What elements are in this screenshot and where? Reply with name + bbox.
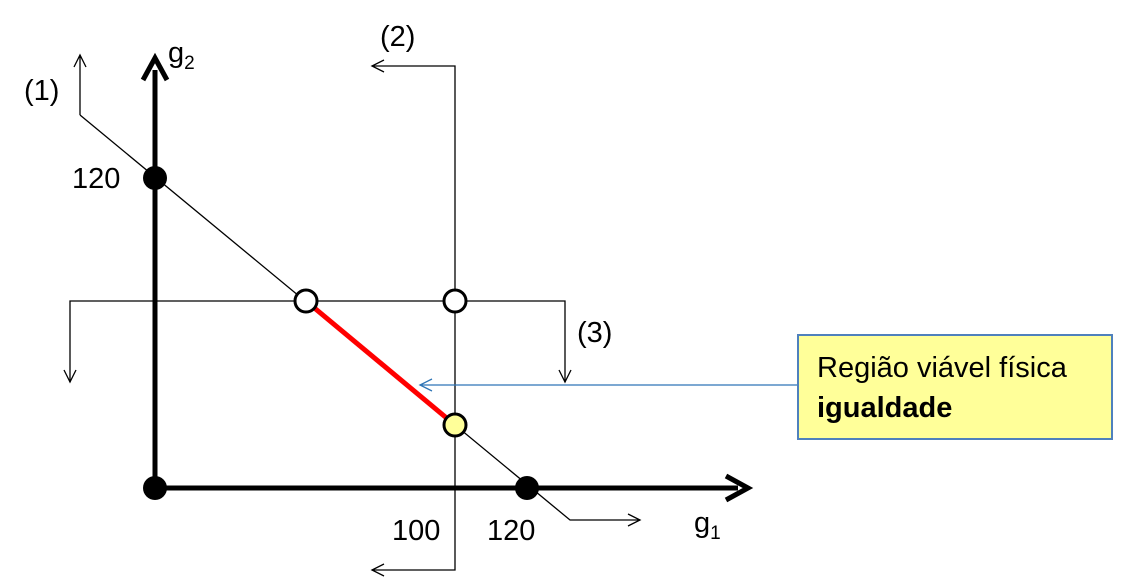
- point-open-bottom: [442, 412, 468, 438]
- point-origin: [143, 476, 167, 500]
- y-axis-label: g2: [168, 37, 195, 74]
- y-axis-arrowhead: [140, 52, 170, 82]
- feasible-region-callout: Região viável física igualdade: [797, 334, 1113, 440]
- point-open-right: [442, 288, 468, 314]
- point-y-120: [143, 166, 167, 190]
- constraint-2-line: [372, 65, 456, 571]
- point-open-left: [293, 288, 319, 314]
- callout-pointer-arrowhead: [418, 378, 433, 392]
- feasible-segment: [304, 299, 457, 427]
- point-x-120: [515, 476, 539, 500]
- constraint-1-lower-arrowhead: [627, 513, 642, 527]
- callout-line-2: igualdade: [817, 392, 953, 424]
- constraint-3-label: (3): [577, 317, 612, 349]
- constraint-2-top-arrowhead: [370, 59, 385, 73]
- tick-x-100: 100: [392, 515, 440, 547]
- constraint-3-right-arrowhead: [558, 369, 572, 384]
- constraint-2-bottom-arrowhead: [370, 563, 385, 577]
- tick-y-120: 120: [72, 163, 120, 195]
- x-axis-label: g1: [694, 507, 721, 544]
- x-axis-arrowhead: [724, 473, 754, 503]
- constraint-1-label: (1): [24, 75, 59, 107]
- constraint-1-arrow: [73, 53, 87, 115]
- callout-line-1: Região viável física: [817, 352, 1067, 384]
- constraint-1-line: [79, 114, 640, 521]
- tick-x-120: 120: [487, 515, 535, 547]
- constraint-2-label: (2): [380, 21, 415, 53]
- constraint-3-left-arrowhead: [63, 369, 77, 384]
